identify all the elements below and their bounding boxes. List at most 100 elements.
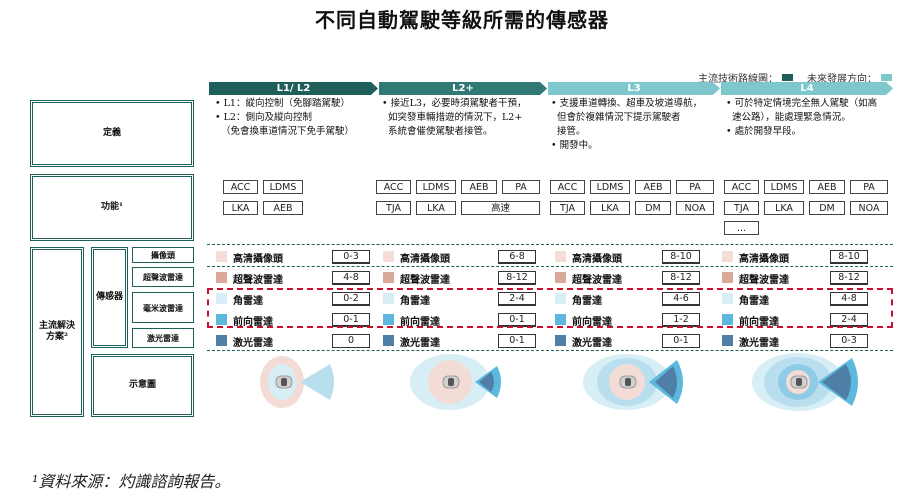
level-banner-l2plus: L2+: [379, 82, 547, 95]
definition-line: • L1：縱向控制（免腳踏駕駛）: [215, 98, 350, 109]
camera-swatch: [722, 251, 733, 262]
camera-label: 高清攝像頭: [400, 254, 450, 265]
ultrasonic-count: 8-12: [830, 271, 868, 285]
source-footnote: ¹資料來源：灼識諮詢報告。: [32, 472, 231, 491]
feature-box: LKA: [590, 201, 630, 215]
schematic-l4: [752, 353, 858, 411]
lidar-label: 激光雷達: [233, 338, 273, 349]
feature-box: NOA: [676, 201, 714, 215]
corner-radar-swatch: [722, 293, 733, 304]
feature-box: 高速: [461, 201, 540, 215]
front-radar-swatch: [216, 314, 227, 325]
lidar-count: 0-1: [662, 334, 700, 348]
ultrasonic-swatch: [722, 272, 733, 283]
feature-box: LDMS: [416, 180, 456, 194]
definition-line: • 支援車道轉換、超車及坡道導航，: [551, 98, 703, 109]
camera-label: 高清攝像頭: [233, 254, 283, 265]
ultrasonic-count: 8-12: [498, 271, 536, 285]
radar-highlight-box: [207, 288, 893, 328]
corner-radar-count: 4-6: [662, 292, 700, 306]
lidar-count: 0: [332, 334, 370, 348]
ultrasonic-swatch: [216, 272, 227, 283]
definition-l1l2: • L1：縱向控制（免腳踏駕駛） • L2：側向及縱向控制 （免會換車道情況下免…: [215, 97, 354, 139]
ultrasonic-count: 8-12: [662, 271, 700, 285]
corner-radar-label: 角雷達: [739, 296, 769, 307]
feature-box: TJA: [724, 201, 759, 215]
schematic-l2plus: [410, 354, 501, 410]
feature-box: LKA: [223, 201, 258, 215]
definition-line: • 可於特定情境完全無人駕駛（如高: [726, 98, 878, 109]
feature-box: AEB: [461, 180, 497, 194]
row-divider: [207, 244, 893, 245]
front-radar-label: 前向雷達: [233, 317, 273, 328]
corner-radar-count: 2-4: [498, 292, 536, 306]
definition-line: 系統會催使駕駛者接管。: [388, 126, 493, 137]
feature-box: ACC: [376, 180, 411, 194]
row-label-mainstream-solution: 主流解決方案²: [30, 247, 84, 417]
ultrasonic-label: 超聲波雷達: [572, 275, 622, 286]
corner-radar-label: 角雷達: [233, 296, 263, 307]
ultrasonic-swatch: [383, 272, 394, 283]
lidar-label: 激光雷達: [739, 338, 779, 349]
legend-future-label: 未來發展方向：: [807, 74, 877, 85]
front-radar-swatch: [722, 314, 733, 325]
corner-radar-label: 角雷達: [572, 296, 602, 307]
feature-box: LKA: [764, 201, 804, 215]
level-banner-l4: L4: [721, 82, 893, 95]
definition-line: 但會於複雜情況下提示駕駛者: [557, 112, 681, 123]
camera-count: 8-10: [662, 250, 700, 264]
camera-swatch: [216, 251, 227, 262]
schematic-l3: [583, 354, 683, 410]
feature-box: PA: [502, 180, 540, 194]
page-title: 不同自動駕駛等級所需的傳感器: [315, 8, 609, 32]
legend-future-swatch: [881, 74, 892, 81]
definition-line: 如突發車輛措遊的情況下，L2+: [388, 112, 523, 123]
feature-box: TJA: [376, 201, 411, 215]
level-banner-l3: L3: [548, 82, 720, 95]
camera-count: 8-10: [830, 250, 868, 264]
lidar-label: 激光雷達: [572, 338, 612, 349]
camera-label: 高清攝像頭: [572, 254, 622, 265]
corner-radar-label: 角雷達: [400, 296, 430, 307]
level-banner-l1l2: L1/ L2: [209, 82, 378, 95]
legend: 主流技術路線圖： 未來發展方向：: [698, 70, 892, 85]
definition-l4: • 可於特定情境完全無人駕駛（如高 速公路），能處理緊急情況。 • 處於開發早段…: [726, 97, 877, 139]
row-divider: [207, 350, 893, 351]
sensor-type-lidar: 激光雷達: [132, 328, 194, 348]
sensor-type-camera: 攝像頭: [132, 247, 194, 263]
lidar-count: 0-3: [830, 334, 868, 348]
row-label-diagram: 示意圖: [91, 354, 194, 417]
feature-box: LDMS: [590, 180, 630, 194]
feature-box: AEB: [635, 180, 671, 194]
corner-radar-swatch: [555, 293, 566, 304]
feature-box: DM: [635, 201, 671, 215]
front-radar-label: 前向雷達: [400, 317, 440, 328]
row-label-definition: 定義: [30, 100, 194, 167]
feature-box: LKA: [416, 201, 456, 215]
legend-main-swatch: [782, 74, 793, 81]
legend-main-label: 主流技術路線圖：: [698, 74, 778, 85]
lidar-count: 0-1: [498, 334, 536, 348]
camera-count: 6-8: [498, 250, 536, 264]
definition-line: • 處於開發早段。: [726, 126, 802, 137]
ultrasonic-count: 4-8: [332, 271, 370, 285]
definition-line: 速公路），能處理緊急情況。: [732, 112, 851, 123]
camera-label: 高清攝像頭: [739, 254, 789, 265]
feature-box: ACC: [223, 180, 258, 194]
lidar-swatch: [555, 335, 566, 346]
corner-radar-count: 4-8: [830, 292, 868, 306]
feature-box: LDMS: [263, 180, 303, 194]
ultrasonic-label: 超聲波雷達: [233, 275, 283, 286]
row-label-function: 功能¹: [30, 174, 194, 241]
sensor-type-mmwave: 毫米波雷達: [132, 292, 194, 323]
row-label-sensors: 傳感器: [91, 247, 128, 348]
definition-line: • L2：側向及縱向控制: [215, 112, 312, 123]
feature-box: AEB: [263, 201, 303, 215]
row-divider: [207, 266, 893, 267]
lidar-swatch: [216, 335, 227, 346]
feature-box: DM: [809, 201, 845, 215]
lidar-label: 激光雷達: [400, 338, 440, 349]
feature-box: AEB: [809, 180, 845, 194]
front-radar-swatch: [383, 314, 394, 325]
